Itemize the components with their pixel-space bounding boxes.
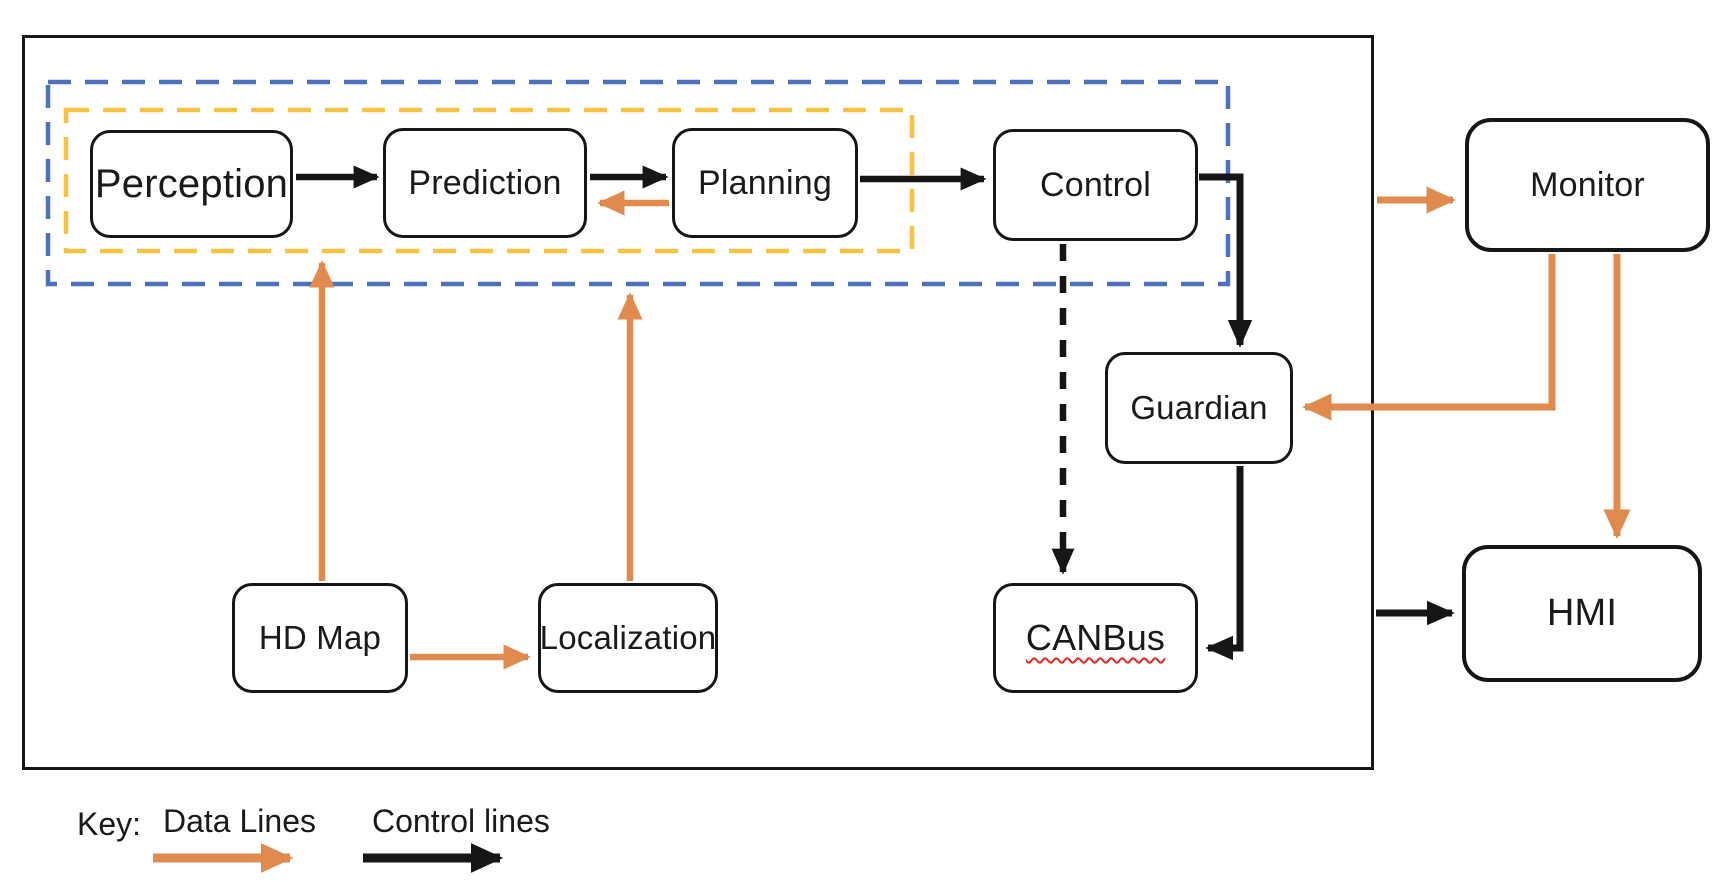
node-control-label: Control xyxy=(1039,165,1151,204)
legend-item-control-lines: Control lines xyxy=(372,803,550,839)
node-prediction-label: Prediction xyxy=(408,163,562,202)
node-hdmap-label: HD Map xyxy=(258,619,382,656)
node-control: Control xyxy=(993,129,1198,241)
node-perception: Perception xyxy=(90,130,293,238)
node-localization: Localization xyxy=(538,583,718,693)
arrow-monitor-to-guardian xyxy=(1302,254,1556,421)
legend-item-data-lines: Data Lines xyxy=(163,803,316,839)
legend-title: Key: xyxy=(77,806,142,842)
arrow-control-to-guardian xyxy=(1199,173,1253,348)
arrow-guardian-to-canbus xyxy=(1205,466,1244,661)
node-hdmap: HD Map xyxy=(232,583,408,693)
node-canbus: CANBus xyxy=(993,583,1198,693)
node-canbus-label: CANBus xyxy=(1025,617,1166,658)
system-boundary-frame xyxy=(22,35,1374,770)
yellow-dashed-group-outline xyxy=(63,107,915,254)
node-hmi: HMI xyxy=(1462,545,1702,682)
node-monitor: Monitor xyxy=(1465,118,1710,252)
node-guardian-label: Guardian xyxy=(1130,389,1268,426)
node-perception-label: Perception xyxy=(94,161,289,206)
node-localization-label: Localization xyxy=(539,619,717,656)
node-monitor-label: Monitor xyxy=(1530,165,1645,204)
node-planning-label: Planning xyxy=(698,163,832,202)
blue-dashed-group-outline xyxy=(45,79,1231,287)
node-hmi-label: HMI xyxy=(1546,592,1618,634)
node-planning: Planning xyxy=(672,128,858,238)
node-prediction: Prediction xyxy=(383,128,587,238)
node-guardian: Guardian xyxy=(1105,352,1293,464)
